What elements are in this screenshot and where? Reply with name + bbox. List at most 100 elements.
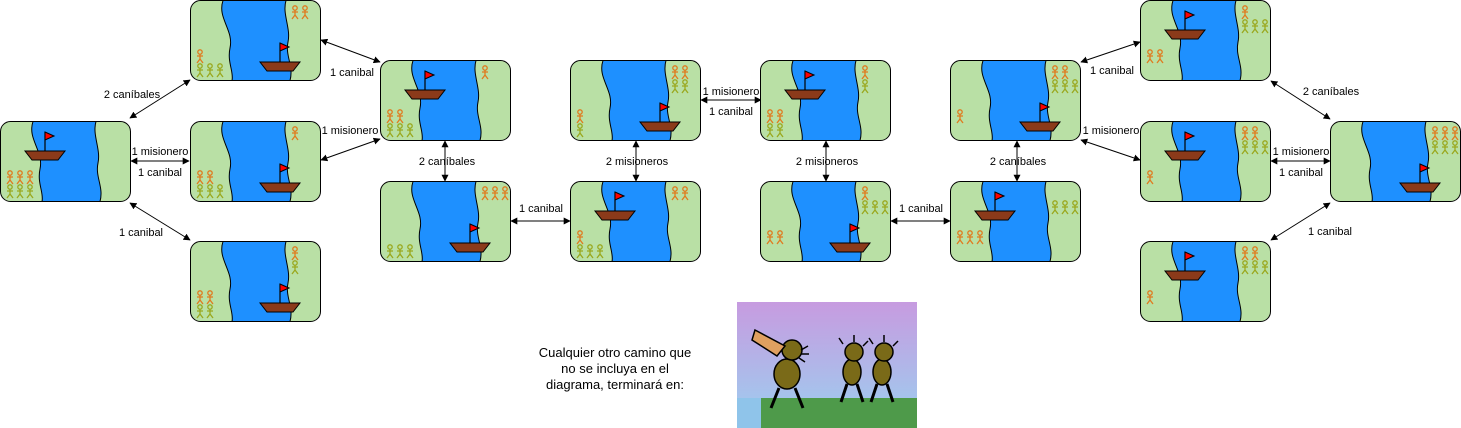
missionary-icon: [766, 123, 774, 138]
missionary-icon: [1051, 200, 1059, 215]
missionary-icon: [576, 123, 584, 138]
state-node: [1140, 0, 1271, 81]
edge-n-p: 1 misionero 1 canibal: [1270, 146, 1331, 179]
missionary-icon: [406, 123, 414, 138]
cannibal-icon: [16, 170, 24, 185]
cannibal-icon: [681, 65, 689, 80]
boat-icon: [448, 223, 492, 253]
cannibal-icon: [956, 230, 964, 245]
boat-icon: [638, 102, 682, 132]
missionary-icon: [586, 244, 594, 259]
river-icon: [1171, 241, 1242, 322]
state-node: [760, 60, 891, 141]
cannibal-icon: [966, 230, 974, 245]
edge-label: 1 canibal: [709, 106, 753, 118]
edge-label: 1 canibal: [519, 203, 563, 215]
boat-icon: [23, 131, 67, 161]
cannibal-icon: [196, 290, 204, 305]
state-node: [190, 0, 321, 81]
missionary-icon: [776, 123, 784, 138]
boat-icon: [1163, 251, 1207, 281]
cannibal-icon: [576, 230, 584, 245]
edge-label: 1 canibal: [899, 203, 943, 215]
missionary-icon: [881, 200, 889, 215]
state-nodes: [0, 0, 1461, 322]
edge-label: 2 caníbales: [419, 156, 476, 168]
missionary-icon: [1241, 140, 1249, 155]
missionary-icon: [596, 244, 604, 259]
edges: 2 caníbales 1 misionero 1 canibal 1 cani…: [104, 38, 1360, 241]
cannibal-icon: [1251, 246, 1259, 261]
ending-caption: Cualquier otro camino que no se incluya …: [520, 345, 710, 393]
edge-label: 2 misioneros: [606, 156, 669, 168]
missionary-icon: [406, 244, 414, 259]
cannibal-icon: [1156, 49, 1164, 64]
cannibal-icon: [491, 186, 499, 201]
state-node: [1330, 121, 1461, 202]
cannibal-icon: [301, 5, 309, 20]
river-icon: [411, 181, 482, 262]
boat-icon: [828, 223, 872, 253]
edge-label: 1 canibal: [119, 227, 163, 239]
missionary-icon: [206, 63, 214, 78]
missionary-icon: [16, 184, 24, 199]
cannibal-icon: [291, 5, 299, 20]
missionary-icon: [1251, 140, 1259, 155]
state-node: [570, 60, 701, 141]
edge-label: 1 misionero: [1083, 125, 1140, 137]
missionary-icon: [1261, 260, 1269, 275]
edge-f-g: 1 canibal: [510, 203, 571, 225]
state-node: [950, 181, 1081, 262]
cannibal-icon: [1451, 126, 1459, 141]
state-node: [950, 60, 1081, 141]
cannibal-icon: [766, 109, 774, 124]
cannibal-icon: [681, 186, 689, 201]
cannibal-icon: [776, 109, 784, 124]
edge-label: 1 misionero: [1273, 146, 1330, 158]
edge-label: 1 canibal: [138, 167, 182, 179]
river-icon: [411, 60, 482, 141]
cannibal-icon: [481, 65, 489, 80]
boat-icon: [258, 42, 302, 72]
cannibal-icon: [1146, 49, 1154, 64]
boat-icon: [1163, 10, 1207, 40]
boat-icon: [258, 283, 302, 313]
edge-label: 1 misionero: [132, 146, 189, 158]
river-icon: [1171, 0, 1242, 81]
cannibal-icon: [206, 170, 214, 185]
river-icon: [1361, 121, 1432, 202]
edge-m-p: 2 caníbales: [1270, 80, 1360, 120]
cannibal-icon: [776, 230, 784, 245]
river-icon: [981, 181, 1052, 262]
missionary-icon: [1451, 140, 1459, 155]
state-node: [190, 121, 321, 202]
edge-l-m: 1 canibal: [1080, 40, 1141, 77]
ending-image: [737, 302, 917, 428]
boat-icon: [973, 191, 1017, 221]
missionary-icon: [1251, 260, 1259, 275]
cannibal-icon: [1241, 126, 1249, 141]
boat-icon: [593, 191, 637, 221]
edge-a-d: 1 canibal: [119, 202, 191, 241]
missionary-icon: [216, 63, 224, 78]
edge-label: 1 canibal: [1090, 65, 1134, 77]
state-node: [1140, 121, 1271, 202]
missionary-icon: [1251, 19, 1259, 34]
edge-label: 2 caníbales: [1303, 86, 1360, 98]
missionary-icon: [1261, 140, 1269, 155]
edge-e-f: 2 caníbales: [419, 140, 476, 182]
missionary-icon: [1241, 19, 1249, 34]
missionary-icon: [6, 184, 14, 199]
cannibal-icon: [196, 170, 204, 185]
caption-line: diagrama, terminará en:: [545, 377, 684, 392]
boat-icon: [1398, 163, 1442, 193]
missionary-icon: [196, 304, 204, 319]
river-icon: [221, 121, 292, 202]
boat-icon: [258, 163, 302, 193]
river-icon: [791, 60, 862, 141]
state-node: [570, 181, 701, 262]
edge-label: 1 canibal: [1279, 167, 1323, 179]
missionary-icon: [671, 79, 679, 94]
missionary-icon: [26, 184, 34, 199]
state-node: [380, 60, 511, 141]
